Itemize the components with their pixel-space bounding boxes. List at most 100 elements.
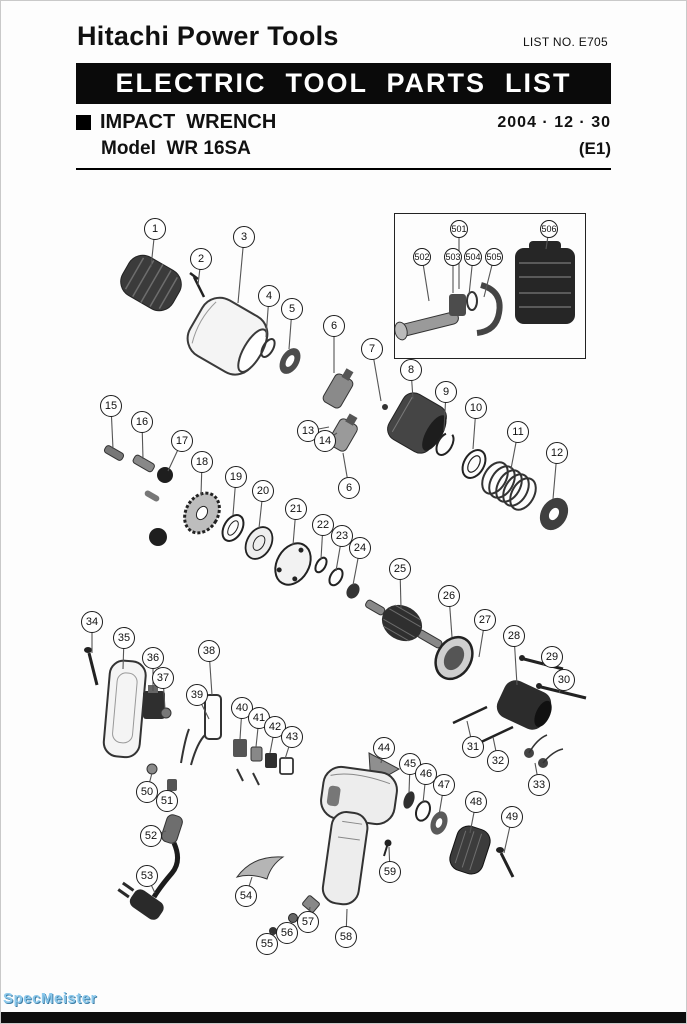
watermark: SpecMeister — [3, 990, 97, 1007]
callout-50: 50 — [136, 781, 158, 803]
tail-cover-part-28 — [496, 680, 552, 730]
callout-58: 58 — [335, 926, 357, 948]
callout-55: 55 — [256, 933, 278, 955]
callout-505: 505 — [485, 248, 503, 266]
pin-part — [144, 490, 160, 502]
callout-15: 15 — [100, 395, 122, 417]
product-row: IMPACT WRENCH 2004 · 12 · 30 — [76, 111, 611, 134]
callout-37: 37 — [152, 667, 174, 689]
callout-48: 48 — [465, 791, 487, 813]
carrying-case-part-506 — [515, 241, 575, 324]
callout-21: 21 — [285, 498, 307, 520]
callout-22: 22 — [312, 514, 334, 536]
callout-6: 6 — [338, 477, 360, 499]
callout-17: 17 — [171, 430, 193, 452]
screw-head — [519, 655, 525, 661]
hammer-part-8 — [387, 392, 447, 454]
side-handle-bar — [394, 311, 459, 341]
ring-part-19 — [221, 514, 245, 542]
body-housing-part-58 — [320, 765, 398, 906]
callout-501: 501 — [450, 220, 468, 238]
pin-block-part-13-14 — [328, 413, 358, 452]
stator-part-26 — [434, 635, 474, 681]
callout-53: 53 — [136, 865, 158, 887]
product-name-line: IMPACT WRENCH — [76, 111, 276, 134]
ball-part-17b — [149, 528, 167, 546]
screw-part-2 — [189, 272, 206, 298]
callout-502: 502 — [413, 248, 431, 266]
ball-part-17 — [157, 467, 173, 483]
callout-47: 47 — [433, 774, 455, 796]
bearing-part-5 — [279, 348, 301, 374]
callout-5: 5 — [281, 298, 303, 320]
callout-32: 32 — [487, 750, 509, 772]
ring-part-4 — [260, 337, 276, 359]
callout-504: 504 — [464, 248, 482, 266]
callout-16: 16 — [131, 411, 153, 433]
washer-part-10 — [461, 449, 487, 479]
callout-33: 33 — [528, 774, 550, 796]
callout-6: 6 — [323, 315, 345, 337]
callout-39: 39 — [186, 684, 208, 706]
plate-part-21 — [274, 542, 312, 586]
callout-11: 11 — [507, 421, 529, 443]
pin-part-15 — [103, 445, 125, 461]
callout-27: 27 — [474, 609, 496, 631]
callout-503: 503 — [444, 248, 462, 266]
bracket-part-38 — [204, 694, 222, 740]
callout-8: 8 — [400, 359, 422, 381]
revision-code: (E1) — [578, 139, 611, 158]
ring-part-22 — [314, 556, 328, 574]
screw-parts-31-32 — [452, 705, 514, 745]
handle-cover-part-35 — [102, 659, 147, 759]
ring-part-45 — [403, 791, 415, 809]
callout-52: 52 — [140, 825, 162, 847]
washer-part-20 — [244, 526, 274, 560]
callout-34: 34 — [81, 611, 103, 633]
callout-12: 12 — [546, 442, 568, 464]
pin-part-16 — [132, 454, 155, 473]
callout-31: 31 — [462, 736, 484, 758]
callout-29: 29 — [541, 646, 563, 668]
callout-4: 4 — [258, 285, 280, 307]
list-number: LIST NO. E705 — [522, 35, 608, 49]
lead-wires — [180, 728, 206, 766]
callout-57: 57 — [297, 911, 319, 933]
spring-part-11 — [481, 461, 537, 511]
gear-part-18 — [183, 491, 221, 535]
callout-1: 1 — [144, 218, 166, 240]
rear-cap-part — [120, 254, 182, 312]
callout-9: 9 — [435, 381, 457, 403]
callout-54: 54 — [235, 885, 257, 907]
callout-19: 19 — [225, 466, 247, 488]
ring-part-46 — [414, 800, 432, 822]
issue-date: 2004 · 12 · 30 — [497, 113, 611, 131]
callout-46: 46 — [415, 763, 437, 785]
ring-part-23 — [328, 567, 344, 587]
header-divider — [76, 168, 611, 170]
callout-38: 38 — [198, 640, 220, 662]
cord-guard-part-52 — [161, 814, 183, 844]
plug-part — [117, 881, 164, 920]
bearing-part-47 — [430, 811, 448, 835]
handle-ring-part — [466, 291, 478, 311]
callout-56: 56 — [276, 922, 298, 944]
callout-2: 2 — [190, 248, 212, 270]
callout-20: 20 — [252, 480, 274, 502]
washer-part-12 — [539, 497, 569, 531]
callout-44: 44 — [373, 737, 395, 759]
screw-part-49 — [499, 852, 515, 878]
part-37 — [160, 707, 172, 719]
square-bullet-icon — [76, 115, 91, 130]
screw-head — [536, 683, 542, 689]
spring-plate-part-54 — [235, 856, 285, 880]
callout-49: 49 — [501, 806, 523, 828]
callout-51: 51 — [156, 790, 178, 812]
callout-26: 26 — [438, 585, 460, 607]
callout-59: 59 — [379, 861, 401, 883]
callout-25: 25 — [389, 558, 411, 580]
screw-head — [496, 847, 504, 853]
callout-14: 14 — [314, 430, 336, 452]
